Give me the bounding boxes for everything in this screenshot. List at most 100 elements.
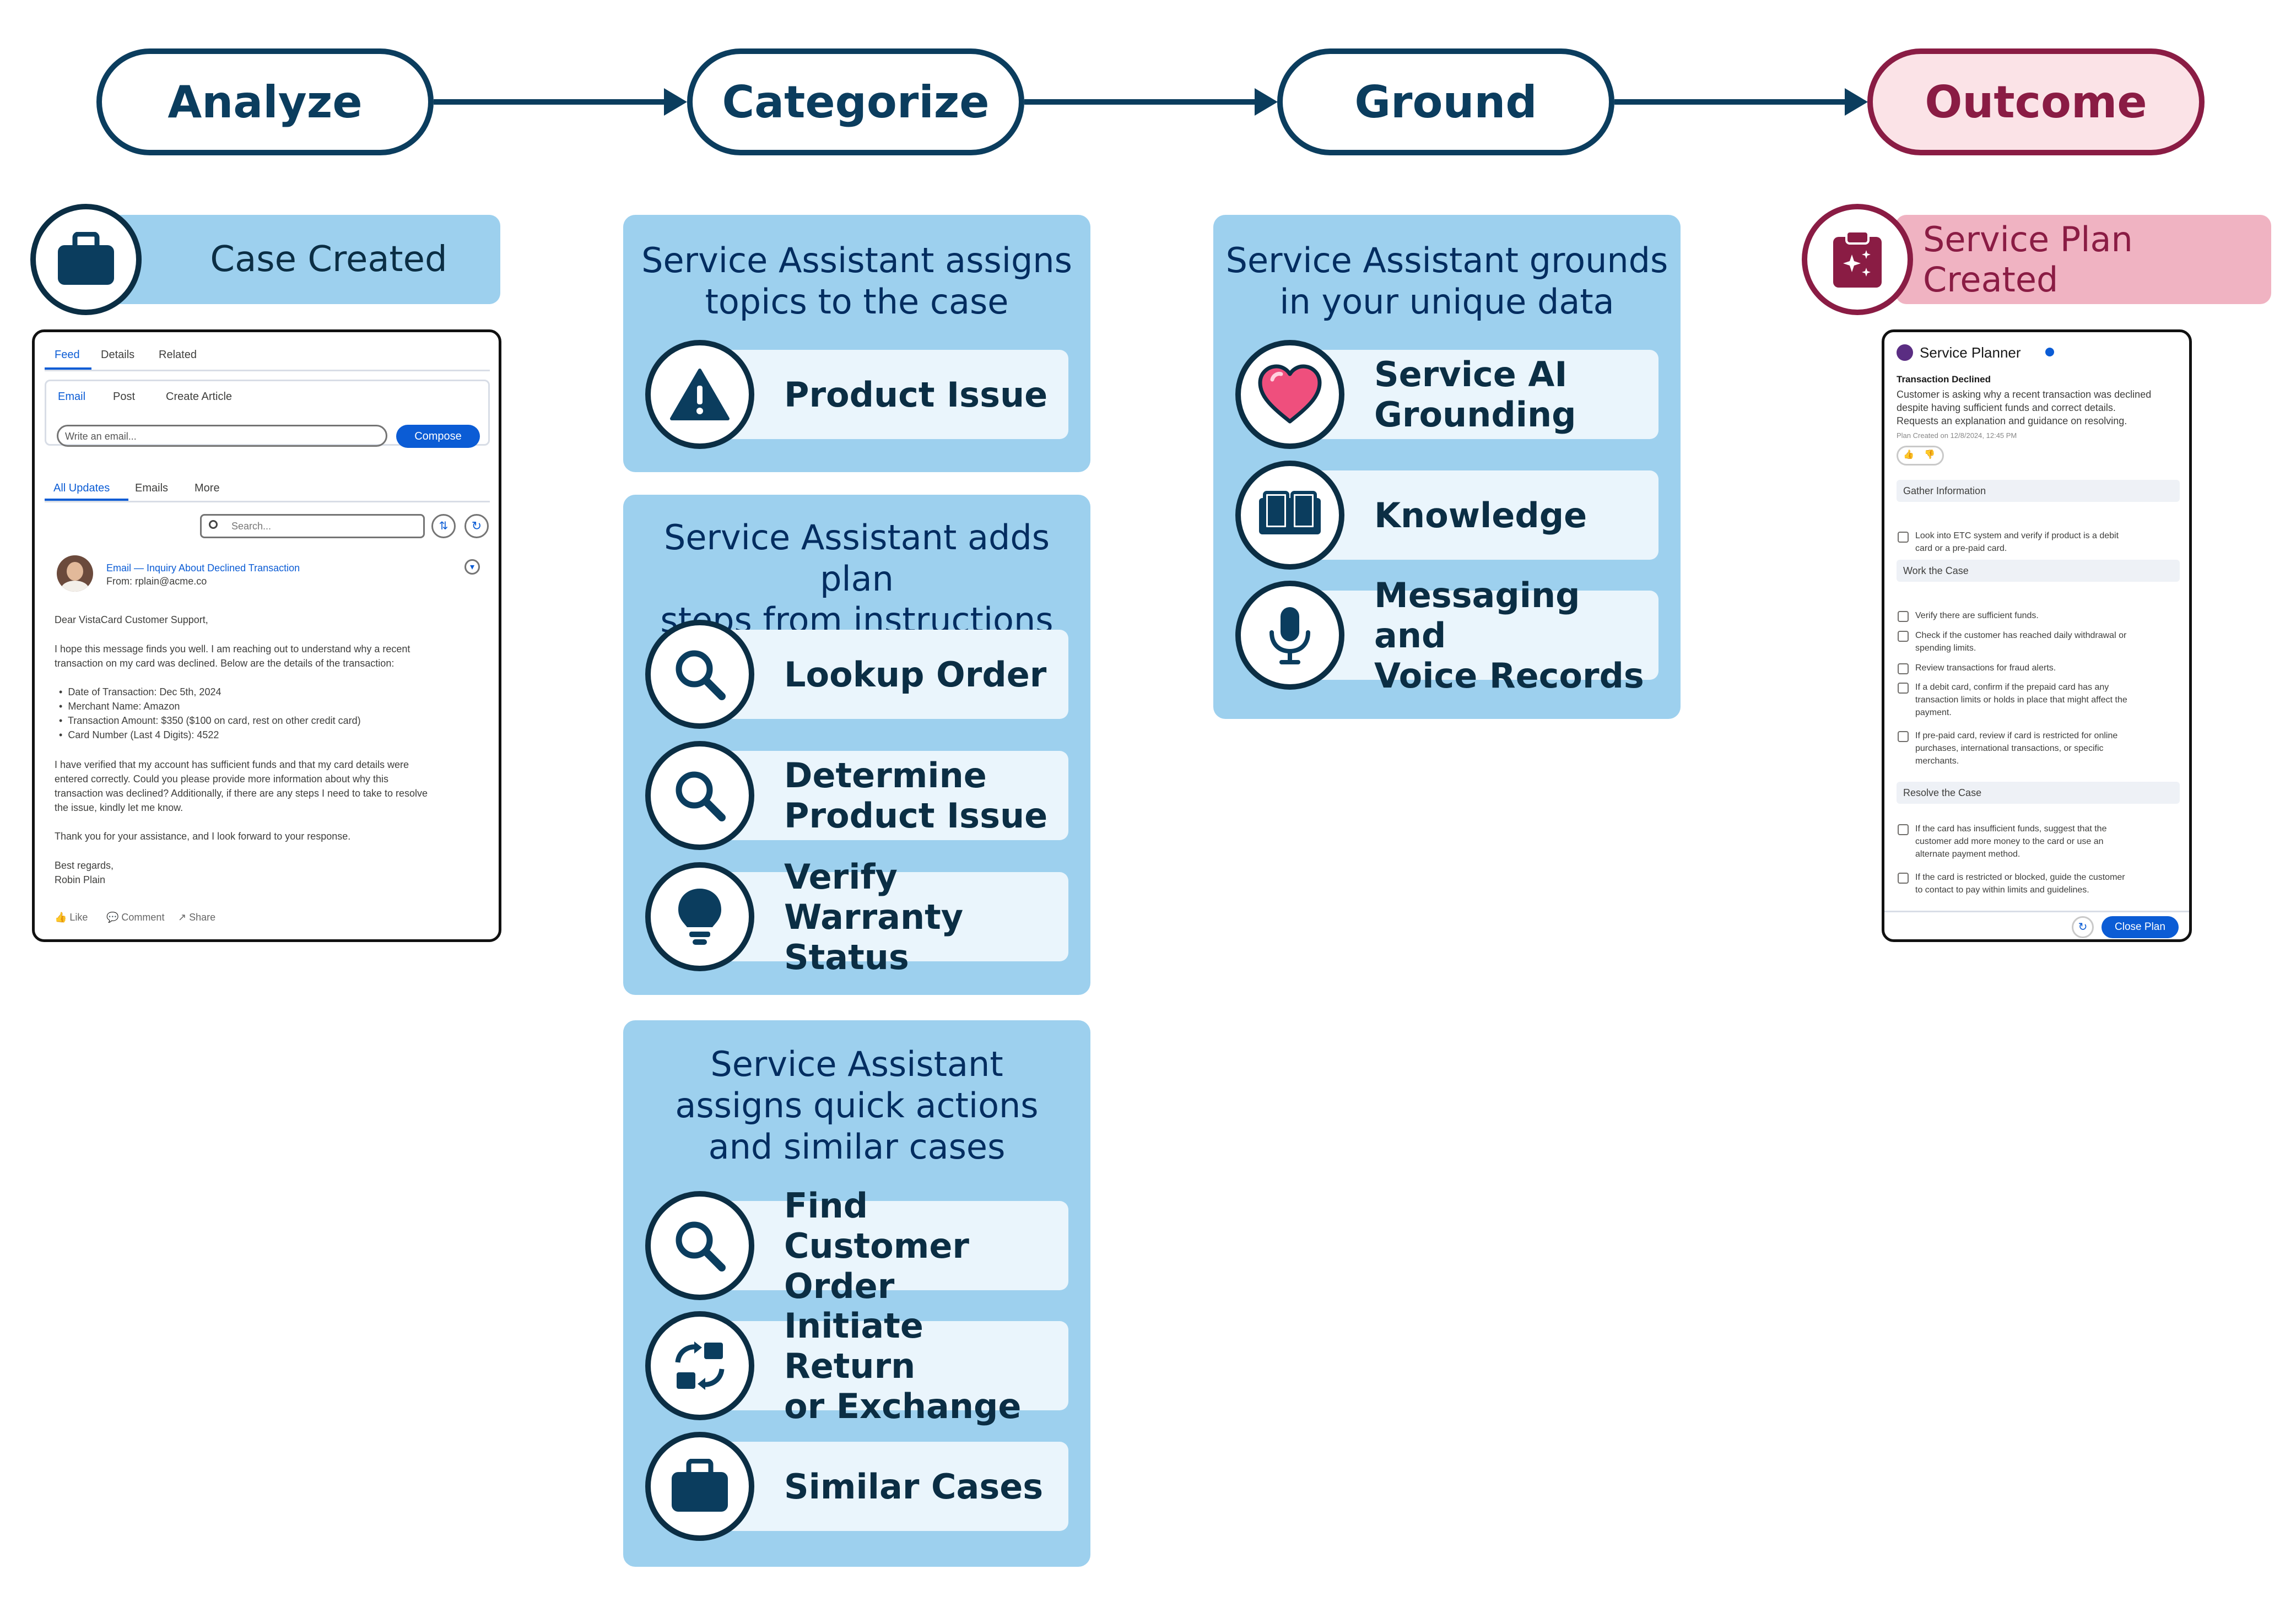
like-action[interactable]: 👍 Like <box>55 912 88 923</box>
step-checkbox[interactable] <box>1898 532 1909 543</box>
plan-step-text: Check if the customer has reached daily … <box>1915 631 2127 640</box>
tab-all-updates[interactable]: All Updates <box>53 482 110 494</box>
step-checkbox[interactable] <box>1898 824 1909 835</box>
plan-step-text: customer add more money to the card or u… <box>1915 837 2104 846</box>
plan-step-text: to contact to pay within limits and guid… <box>1915 885 2089 895</box>
plan-step-text: Look into ETC system and verify if produ… <box>1915 531 2119 540</box>
divider <box>45 501 490 502</box>
email-bullet: • Merchant Name: Amazon <box>59 701 180 712</box>
briefcase-icon <box>645 1432 754 1541</box>
thumbs-up-icon[interactable]: 👍 <box>1903 450 1914 459</box>
refresh-icon[interactable]: ↻ <box>2072 916 2094 938</box>
email-input[interactable]: Write an email... <box>57 425 387 447</box>
email-thanks: Thank you for your assistance, and I loo… <box>55 831 351 842</box>
tab-more[interactable]: More <box>195 482 220 494</box>
planner-icon <box>1897 344 1913 361</box>
topic-product-issue: Product Issue <box>645 340 1068 449</box>
stage-outcome: Outcome <box>1867 48 2205 155</box>
section-gather-information: Gather Information <box>1903 485 1986 496</box>
email-signature: Robin Plain <box>55 874 106 885</box>
step-checkbox[interactable] <box>1898 663 1909 674</box>
step-checkbox[interactable] <box>1898 873 1909 884</box>
chevron-down-icon[interactable]: ▾ <box>464 559 480 575</box>
lightbulb-icon <box>645 862 754 971</box>
refresh-icon[interactable]: ↻ <box>464 514 489 538</box>
plan-step-text: transaction limits or holds in place tha… <box>1915 695 2127 705</box>
step-checkbox[interactable] <box>1898 731 1909 742</box>
plan-step-text: card or a pre-paid card. <box>1915 544 2007 553</box>
plan-summary: Requests an explanation and guidance on … <box>1897 415 2127 426</box>
warning-icon <box>645 340 754 449</box>
subtab-create-article[interactable]: Create Article <box>166 391 233 403</box>
tab-feed[interactable]: Feed <box>55 349 80 361</box>
plan-step-text: If the card is restricted or blocked, gu… <box>1915 873 2125 882</box>
section-header <box>1897 480 2180 502</box>
arrowhead-1 <box>664 88 687 116</box>
email-body-line: I have verified that my account has suff… <box>55 759 409 770</box>
email-body-line: transaction was declined? Additionally, … <box>55 788 428 799</box>
email-greeting: Dear VistaCard Customer Support, <box>55 614 208 625</box>
plan-step-text: merchants. <box>1915 756 1959 766</box>
service-planner-screen: Service Planner Transaction Declined Cus… <box>1882 329 2192 942</box>
email-bullet: • Card Number (Last 4 Digits): 4522 <box>59 729 219 740</box>
case-created-badge: Case Created <box>102 215 500 304</box>
ground-knowledge: Knowledge <box>1235 461 1658 570</box>
arrowhead-3 <box>1845 88 1868 116</box>
plan-step-text: purchases, international transactions, o… <box>1915 744 2104 753</box>
email-bullet: • Transaction Amount: $350 ($100 on card… <box>59 715 361 726</box>
email-bullet: • Date of Transaction: Dec 5th, 2024 <box>59 686 222 697</box>
plan-step-text: spending limits. <box>1915 643 1976 653</box>
share-action[interactable]: ↗ Share <box>178 912 216 923</box>
section-resolve-the-case: Resolve the Case <box>1903 787 1982 798</box>
arrowhead-2 <box>1255 88 1278 116</box>
clipboard-sparkle-icon <box>1802 204 1913 315</box>
filter-icon[interactable]: ⇅ <box>431 514 456 538</box>
flow-arrow-1 <box>434 99 665 105</box>
section-header <box>1897 782 2180 804</box>
email-body-line: transaction on my card was declined. Bel… <box>55 658 395 669</box>
plan-created-date: Plan Created on 12/8/2024, 12:45 PM <box>1897 431 2017 440</box>
plan-step-text: If the card has insufficient funds, sugg… <box>1915 824 2107 834</box>
subtab-post[interactable]: Post <box>113 391 136 403</box>
heart-icon <box>1235 340 1344 449</box>
briefcase-icon <box>30 204 142 315</box>
subtab-email[interactable]: Email <box>58 391 86 403</box>
search-icon <box>209 520 218 529</box>
plan-step-text: alternate payment method. <box>1915 850 2021 859</box>
tab-related[interactable]: Related <box>159 349 197 361</box>
section-header <box>1897 560 2180 582</box>
flow-arrow-3 <box>1614 99 1846 105</box>
tab-details[interactable]: Details <box>101 349 135 361</box>
book-icon <box>1235 461 1344 570</box>
step-lookup-order: Lookup Order <box>645 620 1068 729</box>
step-checkbox[interactable] <box>1898 611 1909 622</box>
feed-search-input[interactable]: Search... <box>200 514 425 538</box>
step-checkbox[interactable] <box>1898 631 1909 642</box>
comment-action[interactable]: 💬 Comment <box>106 912 165 923</box>
tab-emails[interactable]: Emails <box>135 482 169 494</box>
plan-step-text: Review transactions for fraud alerts. <box>1915 663 2056 673</box>
case-feed-screen: Feed Details Related Email Post Create A… <box>32 329 501 942</box>
publisher-box <box>45 380 490 446</box>
step-checkbox[interactable] <box>1898 683 1909 694</box>
divider <box>45 370 490 371</box>
stage-ground: Ground <box>1277 48 1614 155</box>
plan-step-text: Verify there are sufficient funds. <box>1915 611 2039 620</box>
email-subject-link[interactable]: Email — Inquiry About Declined Transacti… <box>106 562 300 573</box>
thumbs-down-icon[interactable]: 👎 <box>1924 450 1935 459</box>
compose-button[interactable]: Compose <box>396 425 480 448</box>
close-plan-button[interactable]: Close Plan <box>2101 916 2179 938</box>
email-body-line: the issue, kindly let me know. <box>55 802 183 813</box>
action-similar-cases: Similar Cases <box>645 1432 1068 1541</box>
